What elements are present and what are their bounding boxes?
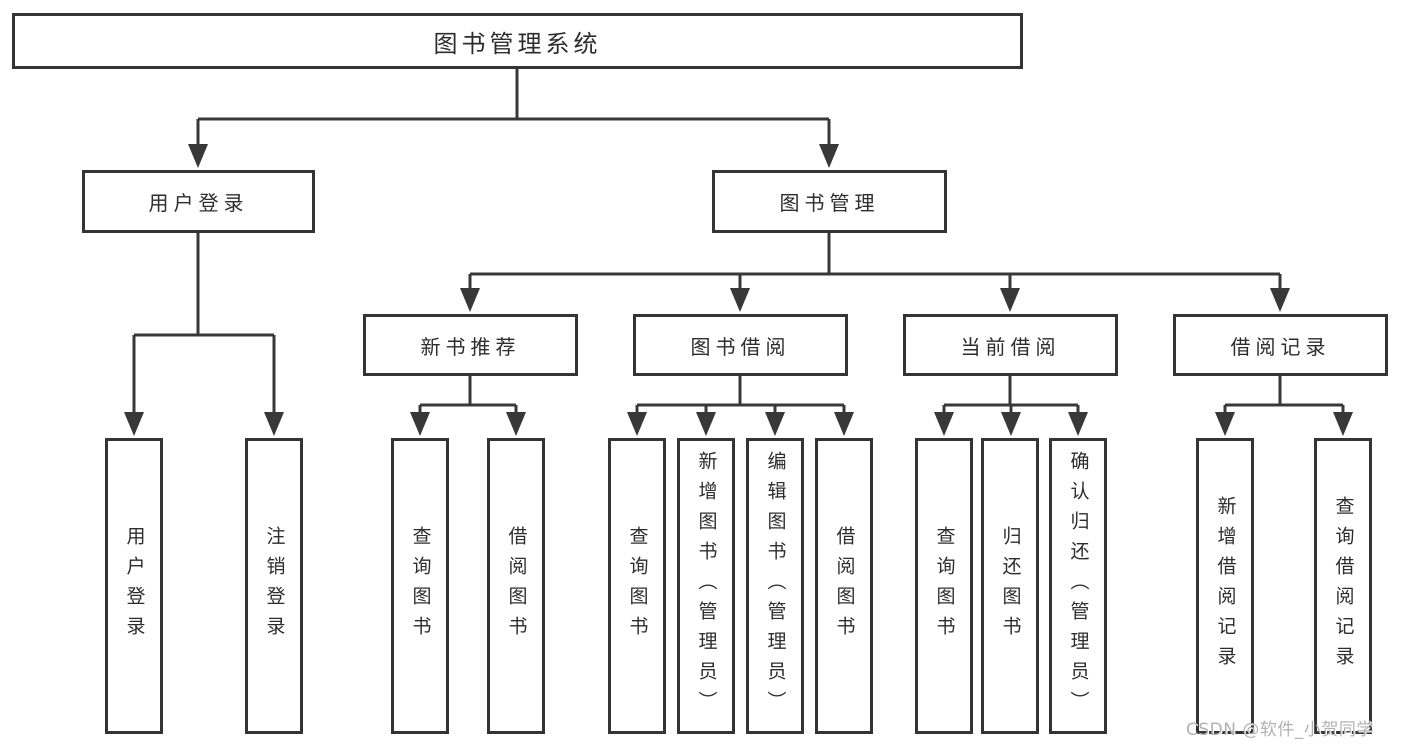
leaf-add-borrow-record-label: 新增借阅记录: [1214, 496, 1237, 676]
leaf-user-login: 用户登录: [105, 438, 163, 734]
leaf-logout: 注销登录: [245, 438, 303, 734]
node-user-login-label: 用户登录: [148, 191, 249, 215]
leaf-user-login-label: 用户登录: [123, 526, 146, 646]
leaf-edit-books-admin-label: 编辑图书（管理员）: [764, 451, 787, 721]
node-book-borrow-label: 图书借阅: [690, 334, 791, 359]
node-current-borrow: 当前借阅: [903, 314, 1118, 376]
node-new-book-recommend: 新书推荐: [363, 314, 578, 376]
node-borrow-records-label: 借阅记录: [1230, 334, 1331, 359]
connector-current-to-leaves: [942, 376, 1080, 416]
arrowhead: [819, 144, 839, 168]
arrowhead: [410, 412, 430, 436]
leaf-return-books-label: 归还图书: [999, 526, 1022, 646]
csdn-watermark: CSDN @软件_小贺同学: [1186, 720, 1374, 740]
leaf-borrow-books-recommend-label: 借阅图书: [505, 526, 528, 646]
connector-borrow-to-leaves: [635, 376, 846, 416]
node-user-login: 用户登录: [82, 170, 315, 233]
arrowhead: [506, 412, 526, 436]
node-root: 图书管理系统: [12, 13, 1023, 69]
leaf-query-books-current-label: 查询图书: [933, 526, 956, 646]
connector-root-to-level1: [196, 69, 831, 148]
leaf-query-books-current: 查询图书: [915, 438, 973, 734]
arrowhead: [1333, 412, 1353, 436]
leaf-add-books-admin-label: 新增图书（管理员）: [695, 451, 718, 721]
leaf-edit-books-admin: 编辑图书（管理员）: [746, 438, 804, 734]
arrowhead: [696, 412, 716, 436]
leaf-confirm-return-admin: 确认归还（管理员）: [1049, 438, 1107, 734]
leaf-logout-label: 注销登录: [263, 526, 286, 646]
leaf-add-books-admin: 新增图书（管理员）: [677, 438, 735, 734]
arrowhead: [627, 412, 647, 436]
connector-login-to-leaves: [132, 233, 276, 416]
arrowhead: [460, 288, 480, 312]
leaf-borrow-books-label: 借阅图书: [833, 526, 856, 646]
leaf-borrow-books: 借阅图书: [815, 438, 873, 734]
arrowhead: [730, 288, 750, 312]
leaf-query-books-recommend-label: 查询图书: [409, 526, 432, 646]
arrowhead: [765, 412, 785, 436]
node-current-borrow-label: 当前借阅: [960, 334, 1061, 359]
arrowhead: [264, 412, 284, 436]
arrowhead: [1215, 412, 1235, 436]
connector-recommend-to-leaves: [418, 376, 518, 416]
leaf-query-books-recommend: 查询图书: [391, 438, 449, 734]
connector-management-to-level2: [468, 233, 1282, 292]
leaf-confirm-return-admin-label: 确认归还（管理员）: [1067, 451, 1090, 721]
leaf-query-borrow-record: 查询借阅记录: [1314, 438, 1372, 734]
leaf-query-books-borrow-label: 查询图书: [626, 526, 649, 646]
node-borrow-records: 借阅记录: [1173, 314, 1388, 376]
arrowhead: [834, 412, 854, 436]
node-new-book-recommend-label: 新书推荐: [420, 334, 521, 359]
node-book-management-label: 图书管理: [779, 191, 880, 215]
connector-records-to-leaves: [1223, 376, 1345, 416]
arrowhead: [934, 412, 954, 436]
arrowhead: [1068, 412, 1088, 436]
arrowhead: [124, 412, 144, 436]
leaf-borrow-books-recommend: 借阅图书: [487, 438, 545, 734]
leaf-return-books: 归还图书: [981, 438, 1039, 734]
arrowhead: [188, 144, 208, 168]
arrowhead: [1000, 288, 1020, 312]
leaf-add-borrow-record: 新增借阅记录: [1196, 438, 1254, 734]
leaf-query-borrow-record-label: 查询借阅记录: [1332, 496, 1355, 676]
node-book-borrow: 图书借阅: [633, 314, 848, 376]
arrowhead: [1001, 412, 1021, 436]
node-book-management: 图书管理: [712, 170, 947, 233]
arrowhead: [1270, 288, 1290, 312]
leaf-query-books-borrow: 查询图书: [608, 438, 666, 734]
node-root-label: 图书管理系统: [433, 29, 602, 58]
